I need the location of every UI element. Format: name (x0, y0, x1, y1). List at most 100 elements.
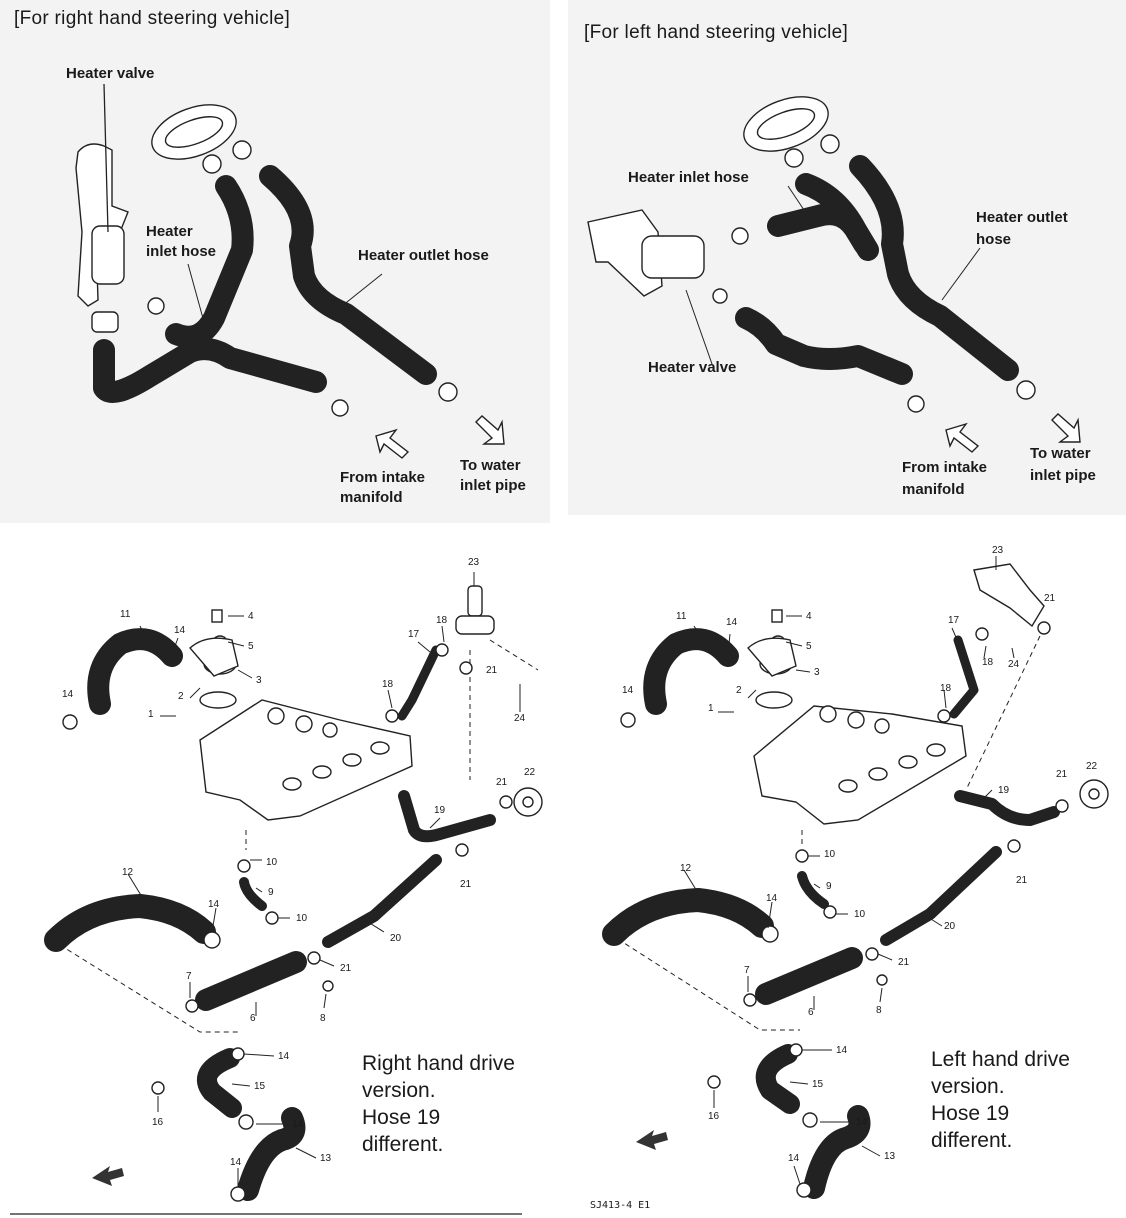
heater-valve-label: Heater valve (66, 65, 155, 82)
callout-23: 23 (468, 557, 480, 568)
callout-10b: 10 (296, 913, 308, 924)
callout-16: 16 (152, 1117, 164, 1128)
heater-valve-body (641, 235, 705, 279)
heater-inlet-hose-label-1: Heater (146, 223, 193, 240)
rhd-hose-diagram: [For right hand steering vehicle] Heater… (0, 0, 550, 523)
lhd-note-line1: Left hand drive (931, 1048, 1070, 1071)
callout-12: 13 (884, 1151, 896, 1162)
callout-9: 9 (826, 881, 832, 892)
callout-7: 7 (186, 971, 192, 982)
from-intake-arrow (375, 428, 410, 459)
callout-5: 5 (806, 641, 812, 652)
rhd-note-line3: Hose 19 (362, 1106, 441, 1129)
lhd-title: [For left hand steering vehicle] (584, 22, 849, 43)
rhd-note-line4: different. (362, 1133, 444, 1156)
callout-4: 4 (248, 611, 254, 622)
rhd-hose-drawing (75, 83, 505, 459)
intake-manifold (199, 699, 413, 821)
to-water-label-1: To water (460, 457, 521, 474)
callout-21a: 21 (486, 665, 498, 676)
callout-21d: 21 (340, 963, 352, 974)
callout-19: 19 (434, 805, 446, 816)
callout-24: 24 (1008, 659, 1020, 670)
callout-15: 15 (254, 1081, 266, 1092)
callout-14a: 14 (726, 617, 738, 628)
heater-outlet-hose-label-2: hose (976, 231, 1012, 248)
callout-8: 8 (876, 1005, 882, 1016)
callout-14c: 14 (766, 893, 778, 904)
callout-12: 13 (320, 1153, 332, 1164)
from-intake-arrow (945, 422, 980, 453)
callout-21c: 21 (460, 879, 472, 890)
heater-outlet-hose-label-1: Heater outlet (976, 209, 1068, 226)
lhd-exploded-drawing (602, 556, 1109, 1199)
to-water-arrow (475, 415, 505, 445)
drawing-code: SJ413-4 E1 (590, 1200, 651, 1211)
lhd-note-line3: Hose 19 (931, 1102, 1010, 1125)
callout-6: 6 (250, 1013, 256, 1024)
callout-10a: 10 (824, 849, 836, 860)
callout-18b: 18 (940, 683, 952, 694)
to-water-label-2: inlet pipe (1030, 467, 1096, 484)
heater-valve-label: Heater valve (648, 359, 737, 376)
callout-14b: 14 (622, 685, 634, 696)
callout-2: 2 (736, 685, 742, 696)
from-intake-label-1: From intake (340, 469, 426, 486)
callout-11: 11 (676, 611, 687, 622)
callout-1: 1 (148, 709, 154, 720)
callout-24: 24 (514, 713, 526, 724)
callout-10a: 10 (266, 857, 278, 868)
callout-14e: 14 (292, 1119, 304, 1130)
callout-3: 3 (814, 667, 820, 678)
callout-14e: 14 (856, 1117, 868, 1128)
from-intake-label-2: manifold (340, 489, 403, 506)
heater-inlet-hose-label-2: inlet hose (146, 243, 217, 260)
callout-21a: 21 (1044, 593, 1056, 604)
callout-21c: 21 (1016, 875, 1028, 886)
rhd-note-line2: version. (362, 1079, 436, 1102)
callout-2: 2 (178, 691, 184, 702)
lhd-hose-drawing (587, 96, 1081, 453)
callout-14f: 14 (230, 1157, 242, 1168)
callout-13: 12 (122, 867, 134, 878)
lhd-hose-diagram: [For left hand steering vehicle] Heater … (568, 0, 1126, 515)
from-intake-label-1: From intake (902, 459, 988, 476)
lhd-note-line2: version. (931, 1075, 1005, 1098)
callout-9: 9 (268, 887, 274, 898)
fwd-arrow-icon (636, 1130, 668, 1150)
to-water-arrow (1051, 413, 1081, 443)
fwd-arrow-icon (92, 1166, 124, 1186)
rhd-title: [For right hand steering vehicle] (14, 8, 291, 29)
callout-20: 20 (944, 921, 956, 932)
callout-18b: 18 (382, 679, 394, 690)
valve-23 (973, 563, 1045, 628)
callout-17: 17 (408, 629, 420, 640)
callout-14b: 14 (62, 689, 74, 700)
callout-13: 12 (680, 863, 692, 874)
heater-valve-port (91, 225, 125, 285)
callout-14d: 14 (278, 1051, 290, 1062)
heater-valve-body (75, 143, 129, 307)
callout-15: 15 (812, 1079, 824, 1090)
callout-21d: 21 (898, 957, 910, 968)
callout-14c: 14 (208, 899, 220, 910)
callout-17: 17 (948, 615, 960, 626)
lhd-note-line4: different. (931, 1129, 1013, 1152)
intake-manifold (753, 705, 967, 825)
callout-21b: 21 (496, 777, 508, 788)
heater-outlet-hose-label: Heater outlet hose (358, 247, 489, 264)
callout-19: 19 (998, 785, 1010, 796)
callout-4: 4 (806, 611, 812, 622)
callout-22: 22 (524, 767, 536, 778)
callout-6: 6 (808, 1007, 814, 1018)
callout-21b: 21 (1056, 769, 1068, 780)
callout-14d: 14 (836, 1045, 848, 1056)
callout-10b: 10 (854, 909, 866, 920)
callout-23: 23 (992, 545, 1004, 556)
heater-inlet-hose-label: Heater inlet hose (628, 169, 749, 186)
to-water-label-1: To water (1030, 445, 1091, 462)
callout-3: 3 (256, 675, 262, 686)
callout-22: 22 (1086, 761, 1098, 772)
rhd-note-line1: Right hand drive (362, 1052, 515, 1075)
from-intake-label-2: manifold (902, 481, 965, 498)
